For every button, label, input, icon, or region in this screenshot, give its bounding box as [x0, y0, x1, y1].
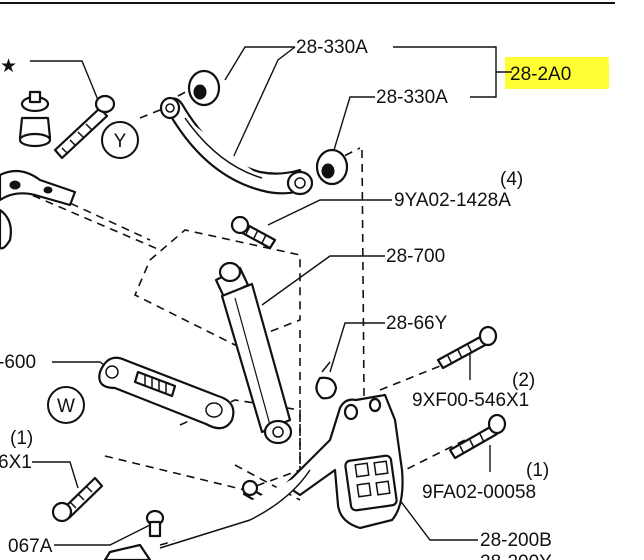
label-28-200b: 28-200B: [480, 530, 552, 551]
label-28-66y: 28-66Y: [386, 313, 448, 334]
label-28-330a-top: 28-330A: [296, 37, 368, 58]
label-28-700: 28-700: [386, 246, 445, 267]
bushing-top: [187, 69, 221, 107]
bracket-66y: [315, 361, 338, 400]
marker-y-text: Y: [114, 131, 127, 152]
trailing-link: [98, 356, 235, 430]
upper-control-arm: [159, 96, 314, 196]
star-icon: ★: [0, 56, 17, 77]
label-9fa02: 9FA02-00058: [422, 482, 536, 503]
bushing-bottom: [315, 148, 349, 186]
marker-w-text: W: [57, 396, 75, 417]
labels: 28-330A 28-2A0 28-330A (4) 9YA02-1428A 2…: [0, 37, 571, 560]
label-6x1-qty: (1): [10, 428, 33, 449]
marker-y: Y: [101, 121, 139, 159]
crossmember-fragment: [0, 169, 77, 250]
bottom-parts: [103, 509, 165, 560]
label-9xf00: 9XF00-546X1: [412, 390, 529, 411]
label-6x1: 6X1: [0, 452, 32, 473]
label-067a: 067A: [8, 536, 53, 557]
highlight-box: [505, 57, 609, 89]
bolt-star: [53, 94, 116, 160]
label-600: -600: [0, 352, 36, 373]
bolt-9ya02: [230, 215, 277, 250]
label-28-2a0: 28-2A0: [510, 64, 571, 85]
knuckle-carrier: [159, 393, 404, 549]
bolt-9xf00: [436, 325, 498, 370]
label-9ya02-qty: (4): [500, 169, 523, 190]
label-9ya02: 9YA02-1428A: [394, 190, 511, 211]
label-9fa02-qty: (1): [526, 460, 549, 481]
label-28-200y: 28-200Y: [480, 552, 552, 560]
bolt-6x1: [51, 476, 104, 523]
shock-absorber: [214, 261, 293, 445]
label-28-330a-bottom: 28-330A: [376, 87, 448, 108]
label-9xf00-qty: (2): [512, 370, 535, 391]
bump-stop: [18, 90, 52, 148]
bolt-9fa02: [448, 413, 507, 460]
marker-w: W: [47, 386, 85, 424]
